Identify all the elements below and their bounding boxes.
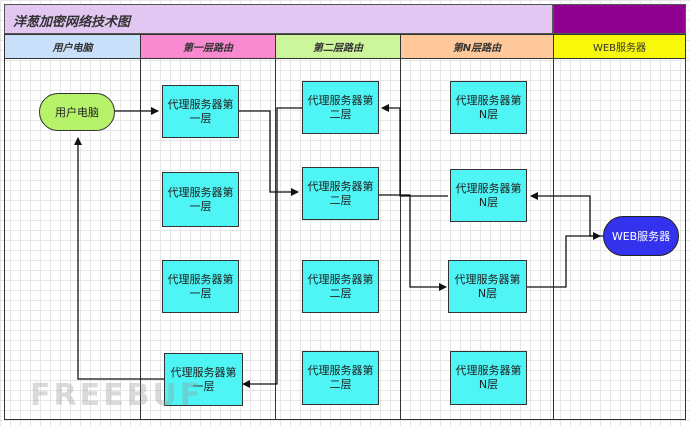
watermark: FREEBUF — [30, 378, 204, 413]
lane-user-pc: 用户电脑 — [4, 34, 141, 420]
lane-web-server: WEB服务器 — [553, 34, 686, 420]
web-server-node: WEB服务器 — [603, 216, 679, 256]
lane-header-layer-1: 第一层路由 — [141, 35, 275, 59]
edge-web-to-ln — [530, 192, 603, 237]
edge-l1-to-l2 — [238, 110, 299, 196]
proxy-layer-n-node: 代理服务器第N层 — [450, 81, 527, 134]
proxy-layer-n-node: 代理服务器第N层 — [450, 169, 527, 222]
lane-layer-n: 第N层路由 — [400, 34, 554, 420]
user-pc-node: 用户电脑 — [39, 93, 115, 131]
proxy-layer2-node: 代理服务器第二层 — [302, 167, 379, 220]
proxy-layer2-node: 代理服务器第二层 — [302, 351, 379, 405]
edge-ln-to-l2 — [381, 104, 448, 197]
lane-header-user-pc: 用户电脑 — [5, 35, 140, 59]
edge-ln-to-web — [527, 232, 601, 288]
lane-header-layer-2: 第二层路由 — [276, 35, 400, 59]
proxy-layer1-node: 代理服务器第一层 — [162, 260, 239, 313]
proxy-layer2-node: 代理服务器第二层 — [302, 81, 379, 134]
title-accent-block — [553, 4, 686, 34]
proxy-layer-n-node: 代理服务器第N层 — [450, 351, 527, 405]
lane-layer-2: 第二层路由 — [275, 34, 401, 420]
edge-l2-to-l1 — [242, 107, 302, 388]
lane-layer-1: 第一层路由 — [140, 34, 276, 420]
edge-l2-to-ln — [378, 194, 447, 291]
proxy-layer1-node: 代理服务器第一层 — [164, 353, 243, 406]
lane-header-web-server: WEB服务器 — [554, 35, 685, 59]
diagram-title: 洋葱加密网络技术图 — [4, 4, 553, 34]
proxy-layer-n-node: 代理服务器第N层 — [448, 260, 527, 313]
lane-header-layer-n: 第N层路由 — [401, 35, 553, 59]
proxy-layer1-node: 代理服务器第一层 — [162, 85, 239, 138]
proxy-layer2-node: 代理服务器第二层 — [302, 260, 379, 313]
proxy-layer1-node: 代理服务器第一层 — [162, 172, 239, 227]
edge-l1-to-user — [74, 137, 164, 380]
